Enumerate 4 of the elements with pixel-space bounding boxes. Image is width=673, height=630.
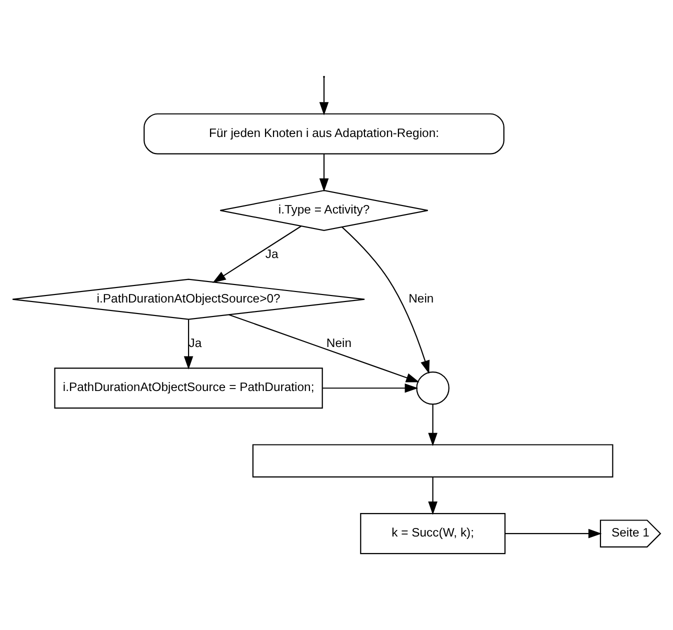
edge-label: Nein [408,291,434,306]
edge-label: Ja [188,336,202,350]
edge-label: Ja [265,246,278,261]
edge-label: Nein [326,336,352,350]
